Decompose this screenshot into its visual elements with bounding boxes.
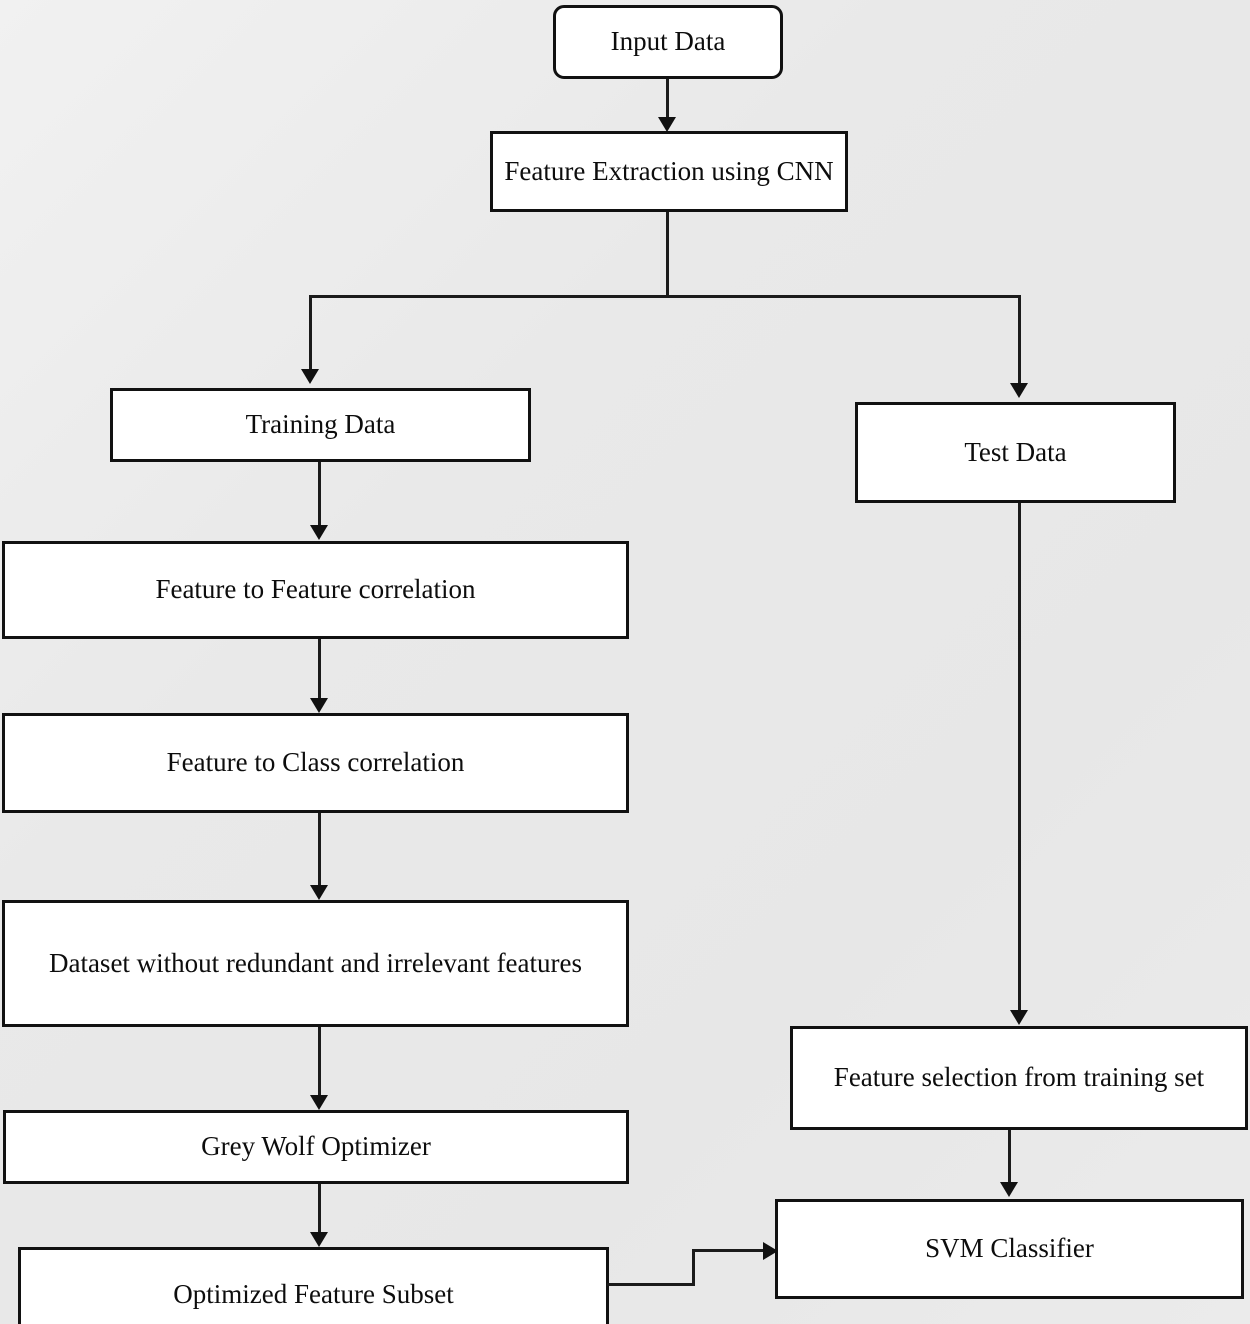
- arrowhead-f2c-to-dataset: [310, 885, 328, 900]
- node-optimized-feature-subset: Optimized Feature Subset: [18, 1247, 609, 1324]
- arrowhead-gwo-to-subset: [310, 1232, 328, 1247]
- edge-subset-to-svm-seg1: [607, 1283, 695, 1286]
- edge-dataset-to-gwo: [318, 1027, 321, 1101]
- edge-bus-to-training: [309, 295, 312, 371]
- node-feature-extraction-label: Feature Extraction using CNN: [504, 155, 834, 186]
- edge-training-to-f2f: [318, 462, 321, 527]
- arrowhead-test-to-featsel: [1010, 1010, 1028, 1025]
- arrowhead-bus-to-test: [1010, 383, 1028, 398]
- edge-cnn-to-bus: [666, 212, 669, 297]
- edge-input-to-cnn: [666, 79, 669, 119]
- arrowhead-training-to-f2f: [310, 525, 328, 540]
- node-training-data: Training Data: [110, 388, 531, 462]
- arrowhead-input-to-cnn: [658, 117, 676, 132]
- edge-test-to-featsel: [1018, 503, 1021, 1011]
- node-grey-wolf-optimizer-label: Grey Wolf Optimizer: [201, 1131, 431, 1162]
- node-training-data-label: Training Data: [245, 409, 396, 440]
- edge-featsel-to-svm: [1008, 1130, 1011, 1184]
- node-svm-classifier: SVM Classifier: [775, 1199, 1244, 1299]
- node-optimized-feature-subset-label: Optimized Feature Subset: [173, 1278, 454, 1309]
- arrowhead-subset-to-svm: [763, 1242, 778, 1260]
- node-clean-dataset: Dataset without redundant and irrelevant…: [2, 900, 629, 1027]
- node-feature-to-feature-correlation-label: Feature to Feature correlation: [155, 574, 476, 605]
- node-feature-selection-label: Feature selection from training set: [833, 1062, 1205, 1093]
- node-svm-classifier-label: SVM Classifier: [925, 1233, 1094, 1264]
- arrowhead-f2f-to-f2c: [310, 698, 328, 713]
- node-test-data: Test Data: [855, 402, 1176, 503]
- edge-split-bus: [309, 295, 1021, 298]
- node-test-data-label: Test Data: [964, 436, 1067, 467]
- node-clean-dataset-label: Dataset without redundant and irrelevant…: [48, 947, 583, 978]
- node-feature-to-class-correlation-label: Feature to Class correlation: [166, 747, 465, 778]
- node-feature-to-class-correlation: Feature to Class correlation: [2, 713, 629, 813]
- edge-f2f-to-f2c: [318, 639, 321, 705]
- node-grey-wolf-optimizer: Grey Wolf Optimizer: [3, 1110, 629, 1184]
- arrowhead-bus-to-training: [301, 369, 319, 384]
- edge-subset-to-svm-seg3: [692, 1249, 766, 1252]
- node-feature-to-feature-correlation: Feature to Feature correlation: [2, 541, 629, 639]
- edge-gwo-to-subset: [318, 1184, 321, 1234]
- node-input-data-label: Input Data: [610, 26, 726, 57]
- edge-subset-to-svm-seg2: [692, 1249, 695, 1286]
- node-input-data: Input Data: [553, 5, 783, 79]
- edge-bus-to-test: [1018, 295, 1021, 385]
- edge-f2c-to-dataset: [318, 813, 321, 891]
- node-feature-selection: Feature selection from training set: [790, 1026, 1248, 1130]
- arrowhead-featsel-to-svm: [1000, 1182, 1018, 1197]
- arrowhead-dataset-to-gwo: [310, 1095, 328, 1110]
- node-feature-extraction: Feature Extraction using CNN: [490, 131, 848, 212]
